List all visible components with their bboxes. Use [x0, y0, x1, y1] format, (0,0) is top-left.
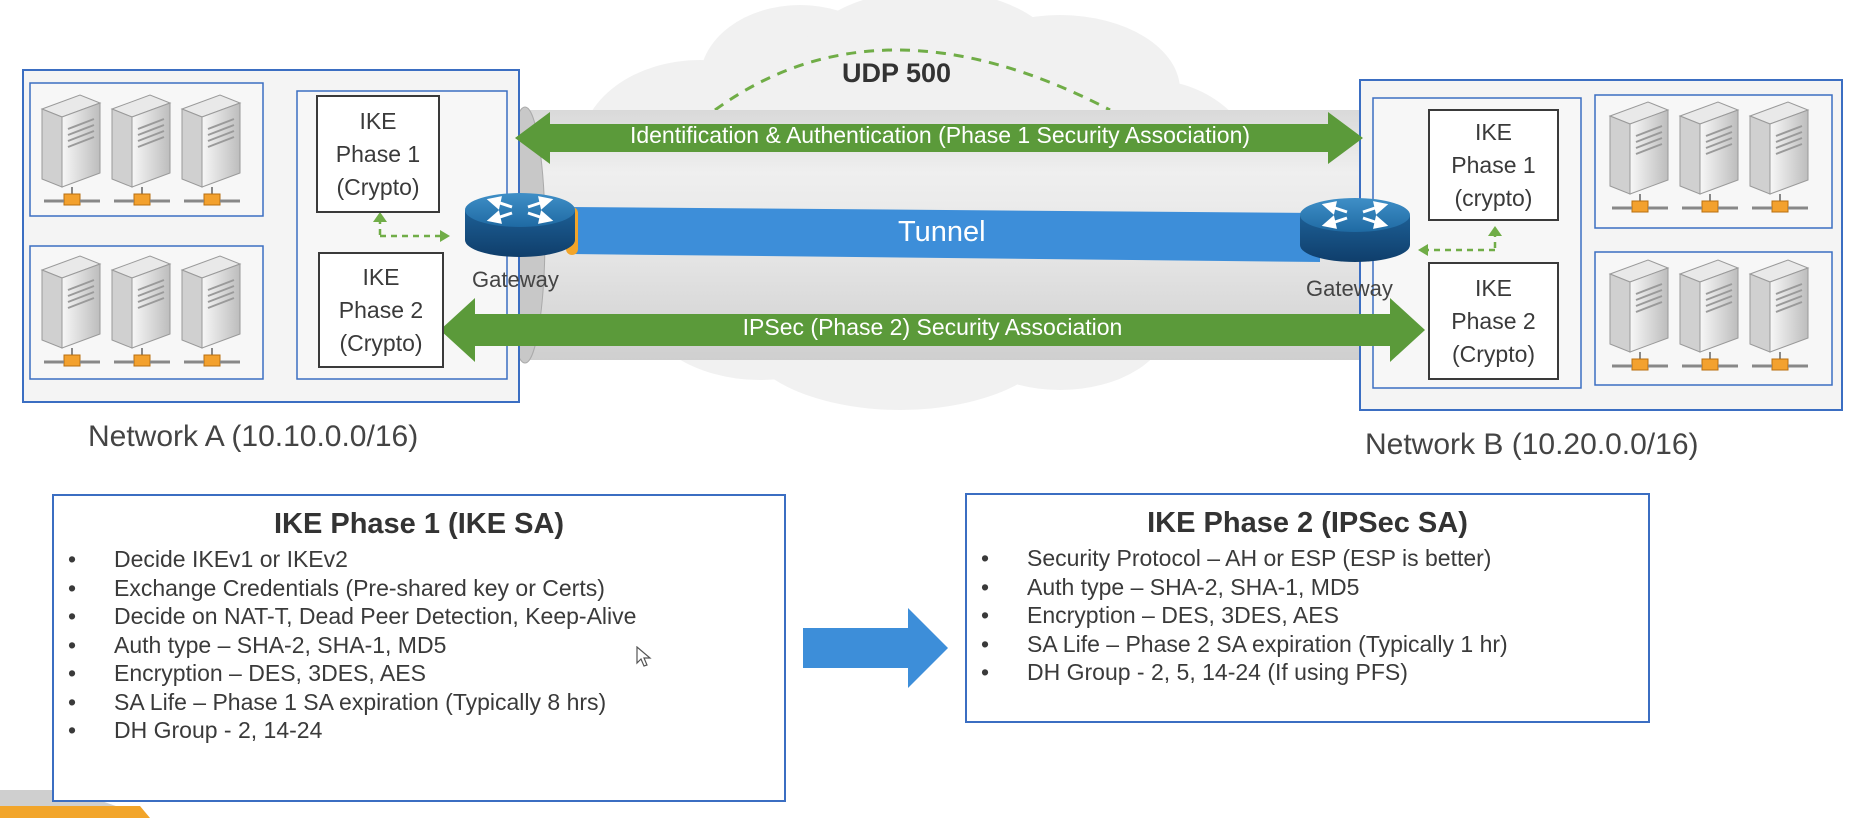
phase-transition-arrow — [803, 608, 948, 688]
list-item: Encryption – DES, 3DES, AES — [967, 601, 1648, 630]
dashed-link-arrow — [378, 220, 440, 238]
mouse-cursor-icon — [636, 646, 652, 667]
ike-box-line: Phase 1 — [1451, 151, 1536, 178]
ike-box-line: IKE — [1474, 118, 1513, 145]
dashed-arrow-head — [1418, 244, 1428, 256]
list-item: DH Group - 2, 5, 14-24 (If using PFS) — [967, 658, 1648, 687]
gateway-router-icon — [463, 191, 577, 259]
list-item: Decide IKEv1 or IKEv2 — [54, 545, 784, 574]
phase2-arrow-label: IPSec (Phase 2) Security Association — [742, 314, 1123, 340]
ike-box-line: (Crypto) — [339, 329, 423, 356]
ike-phase2-list: Security Protocol – AH or ESP (ESP is be… — [967, 544, 1648, 687]
network-b-label: Network B (10.20.0.0/16) — [1365, 428, 1699, 461]
tunnel-bar — [570, 207, 1320, 262]
slide-corner-accent-orange — [0, 806, 150, 818]
ike-box-line: IKE — [1474, 274, 1513, 301]
gateway-a-label: Gateway — [472, 267, 559, 292]
ike-phase1-title: IKE Phase 1 (IKE SA) — [273, 508, 565, 540]
ike-box-line: IKE — [359, 107, 397, 134]
ike-box-line: IKE — [362, 263, 400, 290]
ike-box-line: (Crypto) — [336, 173, 420, 200]
list-item: Decide on NAT-T, Dead Peer Detection, Ke… — [54, 602, 784, 631]
network-a-label: Network A (10.10.0.0/16) — [88, 420, 419, 453]
network-a-ike-phase2-box: IKE Phase 2 (Crypto) — [318, 252, 444, 368]
ike-phase1-panel: IKE Phase 1 (IKE SA) Decide IKEv1 or IKE… — [52, 494, 786, 802]
list-item: Auth type – SHA-2, SHA-1, MD5 — [54, 631, 784, 660]
phase1-double-arrow — [515, 112, 1363, 164]
list-item: DH Group - 2, 14-24 — [54, 716, 784, 745]
network-b-ike-phase2-box: IKE Phase 2 (Crypto) — [1428, 262, 1559, 380]
ike-phase2-title: IKE Phase 2 (IPSec SA) — [1147, 507, 1468, 539]
list-item: Auth type – SHA-2, SHA-1, MD5 — [967, 573, 1648, 602]
ike-box-line: (Crypto) — [1451, 340, 1536, 367]
dashed-arrow-head — [1488, 226, 1502, 236]
ike-box-line: (crypto) — [1454, 184, 1533, 211]
list-item: Exchange Credentials (Pre-shared key or … — [54, 574, 784, 603]
network-a-ike-phase1-box: IKE Phase 1 (Crypto) — [316, 95, 440, 213]
dashed-arrow-head — [373, 212, 387, 222]
dashed-link-arrow — [1428, 234, 1497, 252]
list-item: Security Protocol – AH or ESP (ESP is be… — [967, 544, 1648, 573]
gateway-b-label: Gateway — [1306, 276, 1393, 301]
udp-dashed-arc — [714, 48, 1111, 112]
udp-label: UDP 500 — [842, 58, 952, 88]
phase2-double-arrow — [440, 298, 1425, 362]
list-item: Encryption – DES, 3DES, AES — [54, 659, 784, 688]
gateway-router-icon — [1298, 196, 1412, 264]
list-item: SA Life – Phase 1 SA expiration (Typical… — [54, 688, 784, 717]
ike-phase2-panel: IKE Phase 2 (IPSec SA) Security Protocol… — [965, 493, 1650, 723]
ike-phase1-list: Decide IKEv1 or IKEv2 Exchange Credentia… — [54, 545, 784, 745]
list-item: SA Life – Phase 2 SA expiration (Typical… — [967, 630, 1648, 659]
network-b-ike-phase1-box: IKE Phase 1 (crypto) — [1428, 109, 1559, 221]
ike-box-line: Phase 1 — [335, 140, 421, 167]
ike-box-line: Phase 2 — [1451, 307, 1536, 334]
phase1-arrow-label: Identification & Authentication (Phase 1… — [629, 122, 1251, 148]
dashed-arrow-head — [440, 230, 450, 242]
ike-box-line: Phase 2 — [338, 296, 424, 323]
tunnel-label: Tunnel — [898, 216, 986, 248]
